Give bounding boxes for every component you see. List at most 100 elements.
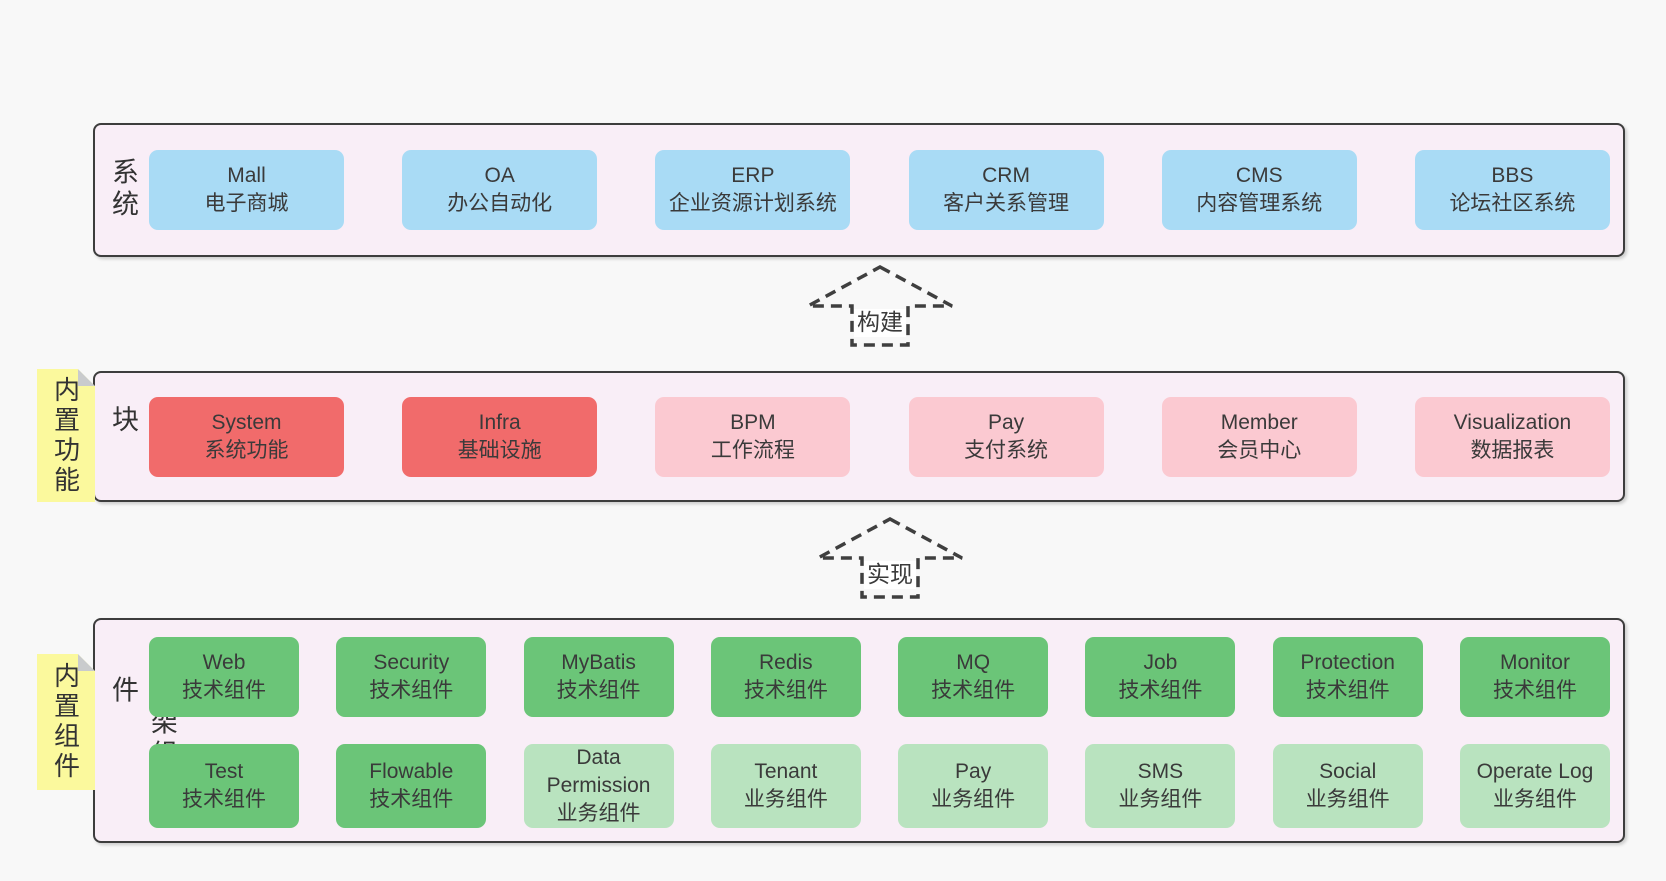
box-subtitle: 技术组件	[182, 679, 266, 702]
box-title: Tenant	[754, 760, 818, 784]
box-subtitle: 技术组件	[556, 679, 641, 702]
box-pay-module: Pay 支付系统	[908, 396, 1104, 477]
box-title: Flowable	[369, 760, 454, 784]
box-job: Job 技术组件	[1085, 637, 1236, 717]
box-title: Pay	[955, 760, 992, 784]
arrow-label: 构建	[854, 309, 906, 337]
box-title: Member	[1220, 410, 1298, 434]
box-test: Test 技术组件	[149, 744, 299, 828]
box-system: System 系统功能	[149, 396, 344, 477]
box-oa: OA 办公自动化	[402, 150, 598, 230]
box-title: ERP	[731, 164, 775, 188]
box-title: OA	[484, 164, 515, 188]
box-monitor: Monitor 技术组件	[1459, 637, 1610, 717]
up-arrow-shape	[807, 265, 953, 347]
box-subtitle: 内容管理系统	[1196, 192, 1323, 215]
box-subtitle: 业务组件	[743, 788, 828, 811]
box-sms: SMS 业务组件	[1085, 744, 1236, 828]
band-common-modules: 通用模块 System 系统功能 Infra 基础设施 BPM 工作流程 Pay…	[93, 371, 1625, 502]
box-social: Social 业务组件	[1272, 744, 1423, 828]
box-title: CRM	[982, 164, 1030, 188]
box-subtitle: 技术组件	[182, 788, 266, 811]
box-title: Visualization	[1453, 410, 1572, 434]
box-subtitle: 业务组件	[556, 801, 641, 825]
components-box-row-2: Test 技术组件 Flowable 技术组件 Data Permission …	[149, 744, 1610, 828]
box-subtitle: 技术组件	[1492, 679, 1577, 702]
box-flowable: Flowable 技术组件	[336, 744, 487, 828]
band-business-systems: 业务系统 Mall 电子商城 OA 办公自动化 ERP 企业资源计划系统 CRM…	[93, 123, 1625, 257]
box-subtitle: 电子商城	[204, 192, 289, 215]
box-title: BPM	[730, 410, 776, 434]
band-framework-components: 框架组件 Web 技术组件 Security 技术组件 MyBatis 技术组件…	[93, 618, 1625, 843]
arrow-implement: 实现	[815, 517, 965, 599]
box-title: Redis	[758, 651, 813, 675]
box-operate-log: Operate Log 业务组件	[1459, 744, 1610, 828]
box-subtitle: 业务组件	[1305, 788, 1390, 811]
box-mall: Mall 电子商城	[149, 150, 344, 230]
box-visualization: Visualization 数据报表	[1414, 396, 1610, 477]
components-box-row-1: Web 技术组件 Security 技术组件 MyBatis 技术组件 Redi…	[149, 637, 1610, 717]
box-subtitle: 基础设施	[457, 438, 542, 462]
box-subtitle: 支付系统	[964, 438, 1049, 462]
box-bbs: BBS 论坛社区系统	[1414, 150, 1610, 230]
box-erp: ERP 企业资源计划系统	[655, 150, 851, 230]
box-mq: MQ 技术组件	[898, 637, 1049, 717]
box-title: CMS	[1235, 164, 1283, 188]
box-data-permission: Data Permission 业务组件	[523, 744, 674, 828]
box-subtitle: 工作流程	[710, 438, 795, 462]
box-redis: Redis 技术组件	[710, 637, 861, 717]
arrow-build: 构建	[805, 265, 955, 347]
box-subtitle: 办公自动化	[447, 192, 553, 215]
modules-box-row: System 系统功能 Infra 基础设施 BPM 工作流程 Pay 支付系统…	[149, 373, 1610, 500]
folded-corner	[78, 369, 95, 386]
box-subtitle: 技术组件	[931, 679, 1016, 702]
box-title: Pay	[987, 410, 1025, 434]
box-title: Test	[204, 760, 244, 784]
box-bpm: BPM 工作流程	[655, 396, 851, 477]
up-arrow-shape	[817, 517, 963, 599]
box-subtitle: 会员中心	[1217, 438, 1302, 462]
box-subtitle: 技术组件	[1305, 679, 1390, 702]
box-title: Security	[373, 651, 450, 675]
box-tenant: Tenant 业务组件	[710, 744, 861, 828]
box-title: Job	[1143, 651, 1178, 675]
box-subtitle: 数据报表	[1470, 438, 1555, 462]
box-title: Data Permission	[546, 746, 651, 798]
box-subtitle: 技术组件	[1118, 679, 1203, 702]
sticky-built-in-features: 内置功能	[37, 369, 95, 502]
box-subtitle: 客户关系管理	[943, 192, 1070, 215]
folded-corner	[78, 654, 95, 671]
box-mybatis: MyBatis 技术组件	[523, 637, 674, 717]
business-box-row: Mall 电子商城 OA 办公自动化 ERP 企业资源计划系统 CRM 客户关系…	[149, 125, 1610, 255]
arrow-label: 实现	[864, 561, 916, 589]
box-title: Infra	[478, 410, 521, 434]
box-subtitle: 技术组件	[743, 679, 828, 702]
box-member: Member 会员中心	[1161, 396, 1357, 477]
sticky-label: 内置组件	[50, 662, 81, 782]
box-crm: CRM 客户关系管理	[908, 150, 1104, 230]
box-infra: Infra 基础设施	[402, 396, 598, 477]
box-subtitle: 业务组件	[1118, 788, 1203, 811]
box-subtitle: 系统功能	[204, 438, 289, 462]
box-protection: Protection 技术组件	[1272, 637, 1423, 717]
box-title: MyBatis	[561, 651, 636, 675]
box-subtitle: 技术组件	[369, 788, 454, 811]
box-title: Mall	[227, 164, 266, 188]
box-title: Protection	[1300, 651, 1395, 675]
box-subtitle: 业务组件	[931, 788, 1016, 811]
box-cms: CMS 内容管理系统	[1161, 150, 1357, 230]
box-title: Web	[202, 651, 246, 675]
box-subtitle: 技术组件	[369, 679, 454, 702]
box-title: Social	[1319, 760, 1377, 784]
box-subtitle: 业务组件	[1492, 788, 1577, 811]
box-title: System	[211, 410, 282, 434]
box-title: MQ	[956, 651, 991, 675]
box-title: SMS	[1137, 760, 1184, 784]
sticky-label: 内置功能	[50, 375, 81, 496]
box-title: Monitor	[1499, 651, 1570, 675]
box-web: Web 技术组件	[149, 637, 299, 717]
box-subtitle: 企业资源计划系统	[668, 192, 837, 215]
box-subtitle: 论坛社区系统	[1449, 192, 1576, 215]
box-title: BBS	[1491, 164, 1534, 188]
